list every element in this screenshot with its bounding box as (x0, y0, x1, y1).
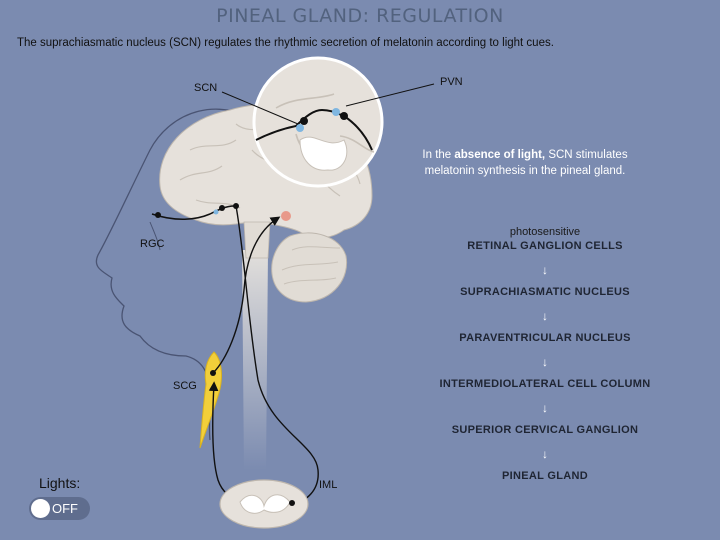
lights-toggle[interactable]: OFF (29, 497, 90, 520)
pvn-marker-magnified (332, 108, 340, 116)
scn-neuron-magnified (300, 117, 308, 125)
pathway-step: SUPERIOR CERVICAL GANGLION (451, 424, 639, 436)
label-iml: IML (319, 479, 337, 491)
scg-to-pineal-path (212, 216, 281, 374)
explanation-note: In the absence of light, SCN stimulates … (400, 147, 650, 179)
pathway-step: INTERMEDIOLATERAL CELL COLUMN (439, 378, 651, 390)
down-arrow-icon: ↓ (542, 355, 548, 369)
page-title: PINEAL GLAND: REGULATION (216, 5, 504, 27)
down-arrow-icon: ↓ (542, 447, 548, 461)
pathway-step: RETINAL GANGLION CELLS (467, 240, 623, 252)
iml-neuron (289, 500, 295, 506)
scn-marker-magnified (296, 124, 304, 132)
note-emphasis: absence of light, (454, 149, 546, 161)
superior-cervical-ganglion (199, 351, 222, 449)
head-outline (95, 108, 269, 441)
magnifier-lens (252, 56, 384, 188)
lights-label: Lights: (39, 475, 81, 491)
scn-marker-small (213, 209, 219, 215)
magnified-pathway (255, 108, 373, 151)
down-arrow-icon: ↓ (542, 309, 548, 323)
optic-nerve-pathway (151, 205, 235, 220)
retina-neuron (155, 212, 161, 218)
pathway-qualifier: photosensitive (509, 226, 581, 238)
pathway-list: photosensitive RETINAL GANGLION CELLS ↓ … (400, 226, 690, 484)
pathway-step: SUPRACHIASMATIC NUCLEUS (460, 286, 630, 298)
scn-neuron-small (219, 205, 225, 211)
brain-cerebellum (271, 232, 348, 303)
page-subtitle: The suprachiasmatic nucleus (SCN) regula… (17, 37, 554, 49)
pvn-neuron-magnified (340, 112, 348, 120)
down-arrow-icon: ↓ (542, 263, 548, 277)
label-scn: SCN (194, 82, 217, 94)
pineal-gland (281, 211, 291, 221)
pvn-to-iml-path (235, 205, 319, 508)
down-arrow-icon: ↓ (542, 401, 548, 415)
label-pvn: PVN (440, 76, 463, 88)
ear-outline (149, 221, 161, 251)
pathway-step: PINEAL GLAND (502, 470, 588, 482)
note-suffix: SCN stimulates melatonin synthesis in th… (424, 149, 628, 177)
toggle-state-text: OFF (52, 501, 78, 516)
note-prefix: In the (422, 149, 455, 161)
toggle-knob[interactable] (31, 499, 50, 518)
pathway-step: PARAVENTRICULAR NUCLEUS (459, 332, 631, 344)
label-rgc: RGC (140, 238, 165, 250)
label-scg: SCG (173, 380, 197, 392)
